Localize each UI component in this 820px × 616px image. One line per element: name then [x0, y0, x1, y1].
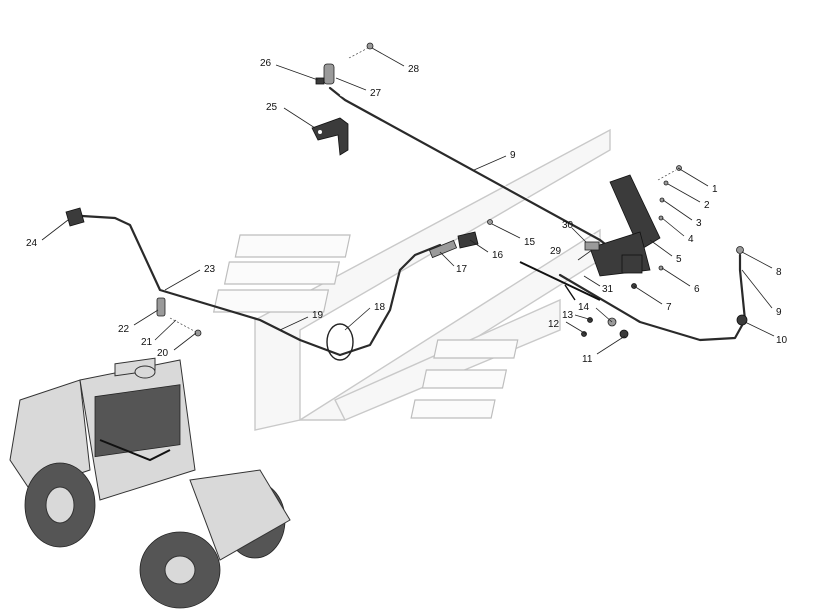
callout-13: 13 [562, 310, 574, 321]
callout-numbers: 1 2 3 4 5 6 7 8 9 9 10 11 12 13 14 15 16… [26, 58, 788, 365]
callout-22: 22 [118, 324, 130, 335]
callout-3: 3 [696, 218, 702, 229]
fittings-10-11 [607, 314, 748, 339]
callout-7: 7 [666, 302, 672, 313]
callout-16: 16 [492, 250, 504, 261]
callout-27: 27 [370, 88, 382, 99]
callout-1: 1 [712, 184, 718, 195]
callout-19: 19 [312, 310, 324, 321]
pedal-assembly-5 [584, 174, 661, 277]
callout-12: 12 [548, 319, 560, 330]
callout-28: 28 [408, 64, 420, 75]
callout-31: 31 [602, 284, 614, 295]
callout-21: 21 [141, 337, 153, 348]
rod-30 [519, 261, 601, 301]
callout-5: 5 [676, 254, 682, 265]
clamp-22 [156, 297, 166, 317]
cable-9-right [558, 253, 747, 342]
cable-loop [326, 323, 354, 361]
cable-19 [80, 214, 442, 357]
callout-30: 30 [562, 220, 574, 231]
callout-2: 2 [704, 200, 710, 211]
knob-16-17 [428, 231, 479, 259]
callout-8: 8 [776, 267, 782, 278]
callout-11: 11 [582, 354, 593, 365]
callout-24: 24 [26, 238, 38, 249]
callout-23: 23 [204, 264, 216, 275]
callout-26: 26 [260, 58, 272, 69]
callout-20: 20 [157, 348, 169, 359]
callout-10: 10 [776, 335, 788, 346]
background-emblem [212, 128, 611, 431]
callout-25: 25 [266, 102, 278, 113]
callout-17: 17 [456, 264, 468, 275]
bracket-25 [311, 117, 349, 156]
callout-18: 18 [374, 302, 386, 313]
clamp-26-27 [315, 63, 335, 85]
tractor-illustration [9, 357, 291, 609]
callout-15: 15 [524, 237, 536, 248]
callout-9-right: 9 [776, 307, 782, 318]
end-fitting-24 [65, 207, 85, 227]
callout-9-upper: 9 [510, 150, 516, 161]
callout-4: 4 [688, 234, 694, 245]
callout-14: 14 [578, 302, 590, 313]
callout-6: 6 [694, 284, 700, 295]
callout-lines [41, 47, 775, 355]
callout-29: 29 [550, 246, 562, 257]
